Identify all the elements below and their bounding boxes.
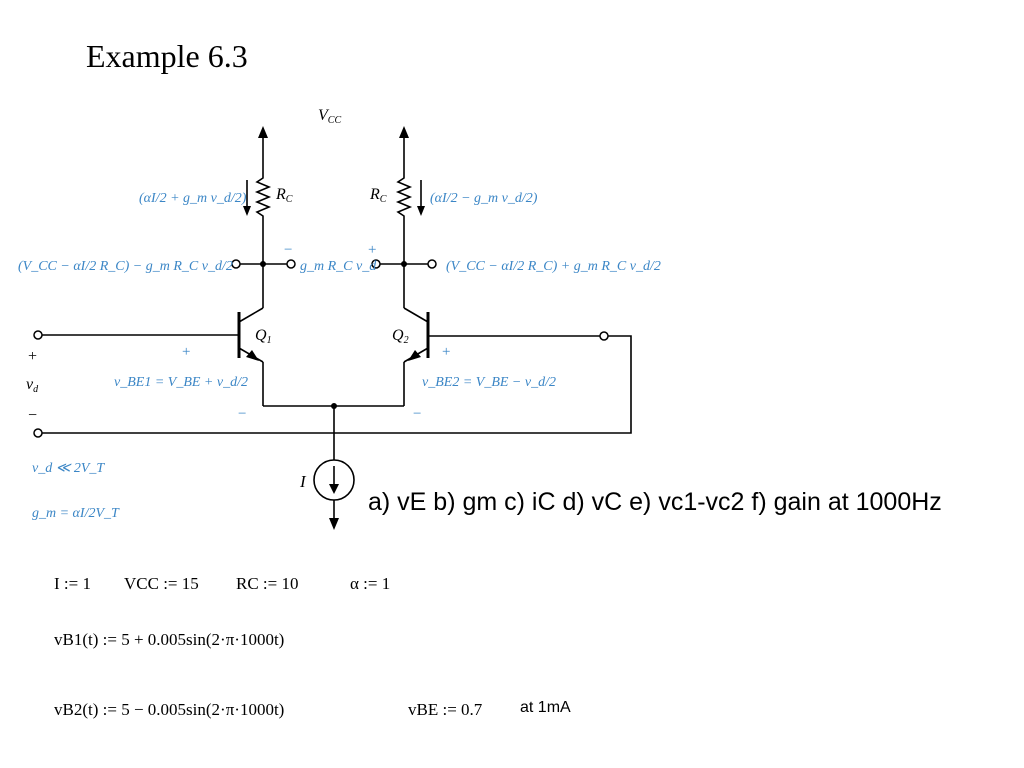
tail-down-arrow-icon bbox=[329, 518, 339, 530]
current-source-arrow-icon bbox=[329, 484, 339, 494]
q1-emitter-minus-sign: − bbox=[238, 406, 246, 422]
slide-title: Example 6.3 bbox=[86, 38, 248, 74]
right-collector-voltage-expression: (V_CC − αI/2 R_C) + g_m R_C v_d/2 bbox=[446, 259, 661, 274]
q1-label: Q1 bbox=[255, 327, 272, 346]
left-rc-label: RC bbox=[275, 186, 293, 205]
negative-input-terminal bbox=[33, 428, 43, 438]
vbe2-expression: v_BE2 = V_BE − v_d/2 bbox=[422, 375, 556, 390]
right-current-expression: (αI/2 − g_m v_d/2) bbox=[430, 191, 538, 206]
emitter-node bbox=[331, 403, 337, 409]
common-return-wire bbox=[40, 335, 632, 434]
gm-formula: g_m = αI/2V_T bbox=[32, 506, 120, 521]
right-current-arrowhead-icon bbox=[417, 206, 425, 216]
positive-input-terminal bbox=[33, 330, 43, 340]
q2-base-plus-sign: + bbox=[442, 344, 450, 360]
q1-collector-lead bbox=[238, 307, 264, 323]
def-i: I := 1 bbox=[54, 574, 91, 593]
right-diff-terminal bbox=[371, 259, 381, 269]
vbe-current-note: at 1mA bbox=[520, 699, 571, 716]
left-current-expression: (αI/2 + g_m v_d/2) bbox=[139, 191, 247, 206]
input-vd-label: vd bbox=[26, 376, 39, 395]
q2-collector-lead bbox=[403, 307, 429, 323]
def-alpha: α := 1 bbox=[350, 574, 391, 593]
left-vcc-arrow-icon bbox=[258, 126, 268, 138]
differential-output-expression: g_m R_C v_d bbox=[300, 259, 377, 274]
def-vcc: VCC := 15 bbox=[124, 574, 199, 593]
def-vb2: vB2(t) := 5 − 0.005sin(2·π·1000t) bbox=[54, 700, 285, 719]
right-vcc-arrow-icon bbox=[399, 126, 409, 138]
vcc-label: VCC bbox=[318, 107, 341, 126]
def-vb1: vB1(t) := 5 + 0.005sin(2·π·1000t) bbox=[54, 630, 285, 649]
q2-label: Q2 bbox=[392, 327, 409, 346]
left-output-terminal bbox=[231, 259, 241, 269]
left-collector-node bbox=[260, 261, 266, 267]
right-output-terminal bbox=[427, 259, 437, 269]
q1-emitter-arrow-icon bbox=[246, 350, 259, 361]
output-plus-sign: + bbox=[368, 242, 376, 258]
right-collector-node bbox=[401, 261, 407, 267]
def-vbe: vBE := 0.7 bbox=[408, 700, 483, 719]
left-collector-voltage-expression: (V_CC − αI/2 R_C) − g_m R_C v_d/2 bbox=[18, 259, 233, 274]
right-rc-resistor bbox=[395, 172, 413, 220]
left-current-arrowhead-icon bbox=[243, 206, 251, 216]
left-rc-resistor bbox=[254, 172, 272, 220]
question-list: a) vE b) gm c) iC d) vC e) vc1-vc2 f) ga… bbox=[368, 488, 942, 516]
left-diff-terminal bbox=[286, 259, 296, 269]
q2-emitter-minus-sign: − bbox=[413, 406, 421, 422]
right-rc-label: RC bbox=[369, 186, 387, 205]
q2-emitter-arrow-icon bbox=[408, 350, 421, 361]
q1-base-plus-sign: + bbox=[182, 344, 190, 360]
input-minus-sign: − bbox=[28, 407, 37, 424]
output-minus-sign: − bbox=[284, 242, 292, 258]
vbe1-expression: v_BE1 = V_BE + v_d/2 bbox=[114, 375, 248, 390]
tail-current-label: I bbox=[299, 472, 307, 491]
right-input-terminal bbox=[599, 331, 609, 341]
input-plus-sign: + bbox=[28, 348, 37, 365]
def-rc: RC := 10 bbox=[236, 574, 299, 593]
vd-condition: v_d ≪ 2V_T bbox=[32, 461, 105, 476]
